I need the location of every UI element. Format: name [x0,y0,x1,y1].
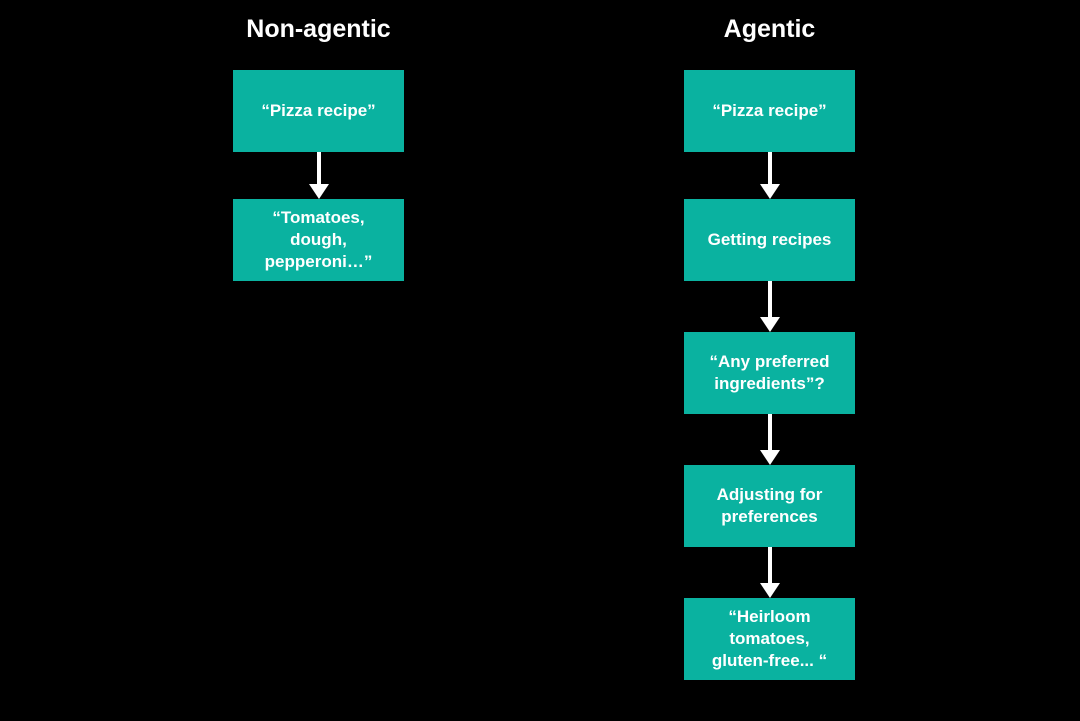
flow-node-getting-recipes: Getting recipes [684,199,855,281]
flow-node-label: “Tomatoes, dough, pepperoni…” [264,208,373,271]
column-non-agentic: Non-agentic “Pizza recipe” “Tomatoes, do… [233,14,404,281]
flow-node-label: “Any preferred ingredients”? [709,352,830,393]
column-title-agentic: Agentic [723,15,816,43]
flow-node-label: “Pizza recipe” [712,101,827,120]
column-agentic: Agentic “Pizza recipe” Getting recipes “… [684,14,855,680]
flow-node-any-preferred-ingredients: “Any preferred ingredients”? [684,332,855,414]
flow-node-pizza-recipe-right: “Pizza recipe” [684,70,855,152]
arrow-down-icon [684,152,855,199]
arrow-down-icon [233,152,404,199]
arrow-down-icon [684,281,855,332]
flow-node-adjusting-for-preferences: Adjusting for preferences [684,465,855,547]
flow-node-heirloom-tomatoes: “Heirloom tomatoes, gluten-free... “ [684,598,855,680]
flow-node-label: Getting recipes [707,230,832,249]
arrow-down-icon [684,547,855,598]
flow-node-pizza-recipe-left: “Pizza recipe” [233,70,404,152]
arrow-down-icon [684,414,855,465]
flow-node-label: “Pizza recipe” [261,101,376,120]
column-title-non-agentic: Non-agentic [246,15,391,43]
flow-node-label: Adjusting for preferences [716,485,823,526]
flow-node-label: “Heirloom tomatoes, gluten-free... “ [711,607,828,670]
flow-node-tomatoes-dough: “Tomatoes, dough, pepperoni…” [233,199,404,281]
